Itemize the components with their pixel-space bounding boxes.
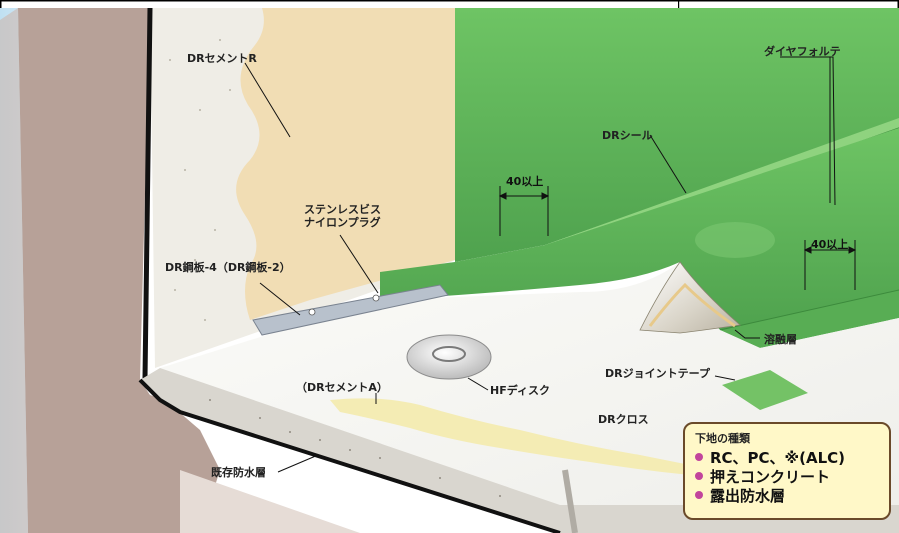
label-nylon-plug: ナイロンプラグ	[304, 216, 381, 229]
label-fusion-layer: 溶融層	[764, 333, 797, 346]
legend-item-label: 押えコンクリート	[710, 468, 831, 486]
hf-disc-under-membrane	[695, 222, 775, 258]
top-border	[0, 0, 899, 8]
label-dr-joint-tape: DRジョイントテープ	[605, 367, 710, 380]
legend-item: RC、PC、※(ALC)	[695, 449, 879, 468]
diaya-forte-overlap	[720, 290, 899, 348]
diaya-forte-horizontal	[380, 128, 899, 330]
bullet-icon	[695, 452, 703, 461]
hf-disc	[406, 334, 492, 380]
bullet-icon	[695, 471, 703, 480]
dimension-right	[803, 240, 857, 290]
legend-title: 下地の種類	[695, 432, 750, 445]
label-dr-cloth: DRクロス	[598, 413, 649, 426]
label-diaya-forte: ダイヤフォルテ	[764, 45, 841, 58]
legend-item-label: 露出防水層	[710, 487, 786, 505]
bullet-icon	[695, 490, 703, 499]
label-stainless-screw: ステンレスビス	[304, 203, 381, 216]
dr-joint-tape	[722, 370, 808, 410]
dr-cement-r-layer	[236, 8, 455, 320]
label-dr-seal: DRシール	[602, 129, 653, 142]
plate-hole	[372, 294, 380, 302]
substrate-legend: 下地の種類 RC、PC、※(ALC) 押えコンクリート 露出防水層	[683, 422, 891, 520]
legend-item-label: RC、PC、※(ALC)	[710, 449, 846, 467]
floor-joint	[562, 469, 578, 533]
label-dr-steel-plate: DR鋼板-4（DR鋼板-2）	[165, 261, 291, 274]
legend-item: 押えコンクリート	[695, 468, 879, 487]
building-wall	[18, 8, 220, 533]
label-hf-disc: HFディスク	[490, 384, 550, 397]
membrane-curl	[639, 261, 741, 334]
label-dr-cement-r: DRセメントR	[187, 52, 257, 65]
legend-item: 露出防水層	[695, 487, 879, 506]
dimension-label-left: 40以上	[506, 175, 544, 188]
leader-lines	[244, 56, 836, 473]
dr-cement-a-layer	[330, 398, 690, 475]
label-dr-cement-a: （DRセメントA）	[296, 381, 388, 394]
fusion-layer	[648, 282, 736, 328]
label-existing-waterproof: 既存防水層	[211, 466, 266, 479]
diaya-forte-vertical	[455, 8, 899, 262]
dimension-left	[498, 186, 550, 236]
dimension-label-right: 40以上	[811, 238, 849, 251]
